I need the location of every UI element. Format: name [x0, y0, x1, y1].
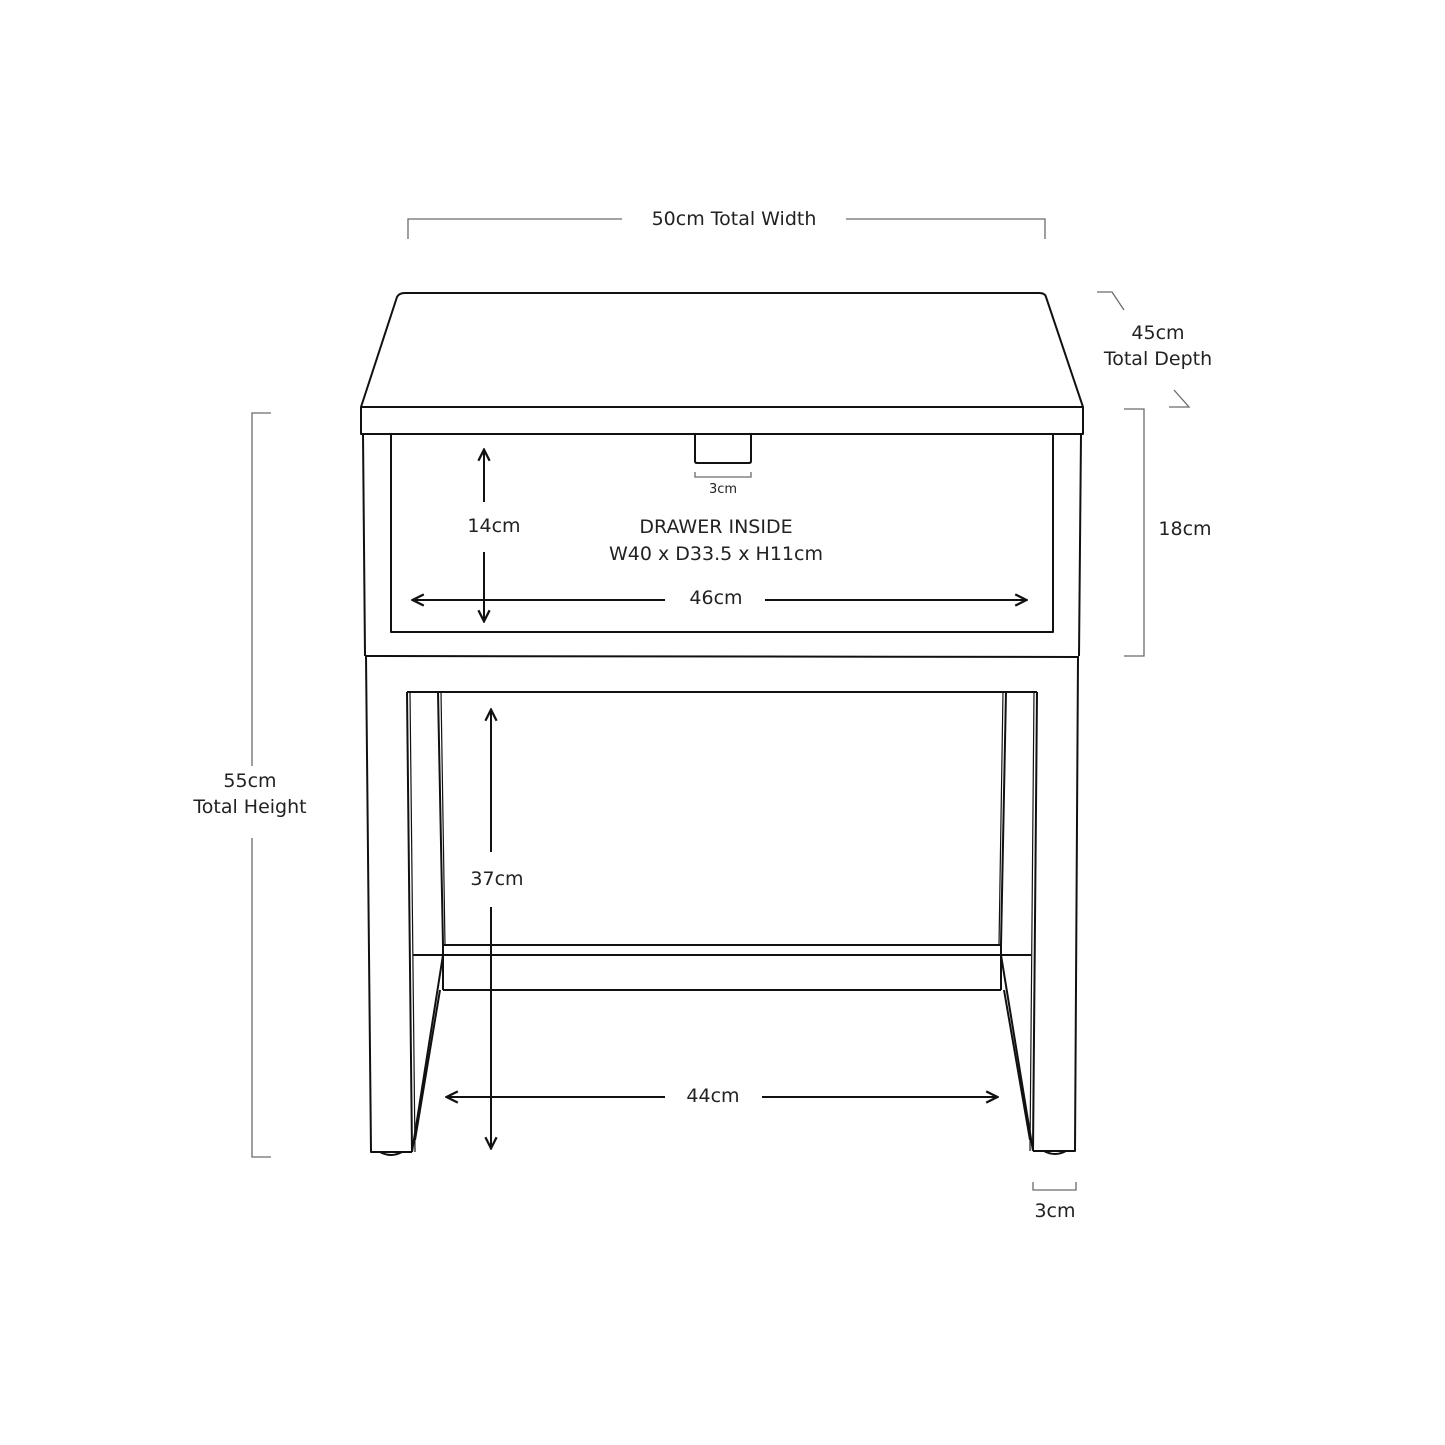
total-height-caption: Total Height [180, 794, 320, 821]
leg-clearance-label: 37cm [470, 868, 524, 890]
drawer-front-height-label: 18cm [1150, 516, 1220, 543]
leg-span-label: 44cm [686, 1085, 740, 1107]
total-width-label: 50cm Total Width [622, 206, 846, 233]
leg-width-label: 3cm [1020, 1198, 1090, 1225]
drawer-height-label: 14cm [462, 513, 526, 540]
dimension-arrows [414, 451, 1025, 1147]
total-depth-value: 45cm [1098, 320, 1218, 347]
total-height-value: 55cm [200, 768, 300, 795]
drawer-inside-size: W40 x D33.5 x H11cm [596, 541, 836, 568]
drawer-width-label: 46cm [689, 587, 743, 609]
drawer-inside-title: DRAWER INSIDE [600, 514, 832, 541]
total-depth-caption: Total Depth [1093, 346, 1223, 373]
dimension-guides [251, 218, 1191, 1191]
handle-width-label: 3cm [700, 482, 746, 498]
table-outline [360, 292, 1084, 1156]
